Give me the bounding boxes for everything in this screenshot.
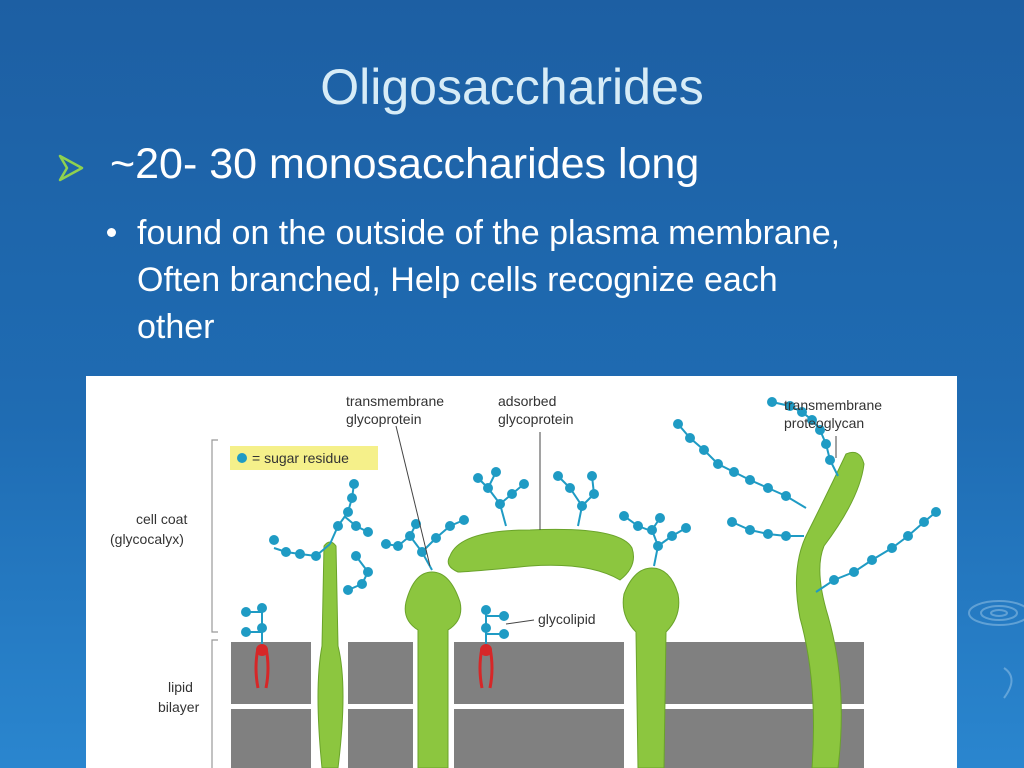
legend-label: = sugar residue xyxy=(252,450,349,466)
sugar-residue-icon xyxy=(237,453,247,463)
label-cell-coat-2: (glycocalyx) xyxy=(110,531,184,547)
label-transmembrane-proteoglycan-1: transmembrane xyxy=(784,397,882,413)
label-brackets xyxy=(211,439,218,768)
label-adsorbed-glycoprotein-1: adsorbed xyxy=(498,393,556,409)
membrane-diagram-svg: = sugar residue transmembrane glycoprote… xyxy=(110,393,941,768)
label-transmembrane-glycoprotein-2: glycoprotein xyxy=(346,411,422,427)
glycocalyx-diagram: = sugar residue transmembrane glycoprote… xyxy=(86,376,957,768)
sub-bullet-dot xyxy=(107,228,116,237)
label-lipid-bilayer-2: bilayer xyxy=(158,699,200,715)
chevron-arrow-icon xyxy=(58,154,84,182)
sugar-residue-legend: = sugar residue xyxy=(230,446,378,470)
right-transmembrane-glycoprotein xyxy=(622,513,691,768)
label-lipid-bilayer-1: lipid xyxy=(168,679,193,695)
label-transmembrane-glycoprotein-1: transmembrane xyxy=(346,393,444,409)
adsorbed-glycoprotein xyxy=(447,467,634,581)
transmembrane-glycoprotein xyxy=(381,515,469,768)
label-glycolipid: glycolipid xyxy=(538,611,596,627)
label-cell-coat-1: cell coat xyxy=(136,511,187,527)
bullet-text: ~20- 30 monosaccharides long xyxy=(110,140,700,188)
left-glycolipid xyxy=(241,603,270,689)
label-adsorbed-glycoprotein-2: glycoprotein xyxy=(498,411,574,427)
sub-bullet-text: found on the outside of the plasma membr… xyxy=(137,214,841,346)
slide-title: Oligosaccharides xyxy=(320,59,704,115)
water-ripple-decoration xyxy=(968,600,1024,699)
middle-glycolipid xyxy=(478,605,509,689)
lipid-bilayer xyxy=(231,642,864,768)
label-transmembrane-proteoglycan-2: proteoglycan xyxy=(784,415,864,431)
transmembrane-proteoglycan xyxy=(619,397,941,768)
leader-lines xyxy=(395,425,837,625)
thin-transmembrane-protein xyxy=(269,479,373,768)
